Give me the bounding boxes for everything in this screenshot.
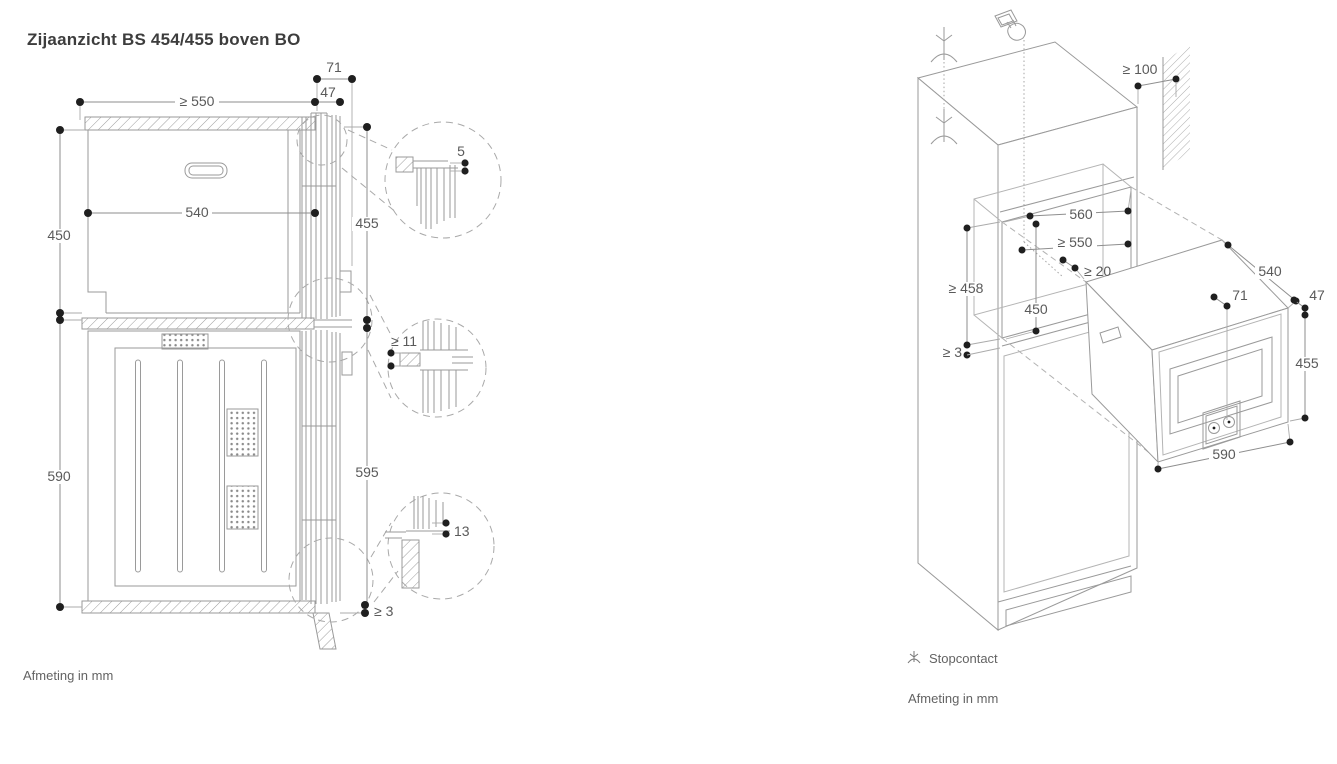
upper-vent-slot bbox=[184, 162, 228, 179]
page-title: Zijaanzicht BS 454/455 boven BO bbox=[27, 30, 301, 49]
socket-legend: Stopcontact bbox=[906, 650, 998, 667]
oven-top-vent bbox=[1099, 326, 1122, 344]
oven-front bbox=[1151, 307, 1289, 463]
plinth bbox=[1005, 575, 1132, 627]
dim-upper-door-height: 455 bbox=[355, 215, 379, 231]
left-units-note: Afmeting in mm bbox=[23, 668, 114, 683]
dim-niche-width-min: ≥ 550 bbox=[180, 93, 215, 109]
right-units-note: Afmeting in mm bbox=[908, 691, 999, 706]
top-panel bbox=[84, 116, 316, 131]
detail-circle-bottom: 13 bbox=[385, 492, 495, 600]
dim-wall-clearance: ≥ 100 bbox=[1123, 61, 1158, 77]
socket-symbol-top bbox=[930, 27, 958, 63]
floor-panel bbox=[81, 600, 316, 614]
dim-niche-height-min: ≥ 458 bbox=[949, 280, 984, 296]
control-knob-right bbox=[1223, 416, 1235, 428]
upper-door-hinge bbox=[339, 270, 352, 293]
lower-door-hinge bbox=[341, 351, 353, 376]
side-view-dimensions: ≥ 550 71 47 450 540 455 590 595 ≥ 3 bbox=[44, 59, 394, 619]
dim-niche-depth: 560 bbox=[1069, 206, 1093, 222]
iso-dimensions: ≥ 100 560 ≥ 550 ≥ 20 bbox=[943, 61, 1325, 473]
detail-circle-middle: ≥ 11 bbox=[387, 318, 487, 418]
detail-circle-top: 5 bbox=[384, 121, 502, 239]
socket-icon bbox=[907, 651, 921, 664]
dim-upper-depth: 540 bbox=[185, 204, 209, 220]
dim-detail-bottom-overhang: 13 bbox=[454, 523, 470, 539]
isometric-drawing: ≥ 100 560 ≥ 550 ≥ 20 bbox=[916, 9, 1325, 632]
upper-door bbox=[301, 112, 352, 319]
oven bbox=[1085, 239, 1289, 464]
socket-symbol-lower bbox=[930, 109, 958, 145]
oven-body bbox=[87, 330, 301, 602]
dim-door-depth-total-right: 71 bbox=[1232, 287, 1248, 303]
wall-hatching bbox=[1163, 44, 1190, 170]
control-knob-left bbox=[1208, 422, 1220, 434]
control-panel bbox=[1202, 400, 1241, 450]
dim-door-depth-front-right: 47 bbox=[1309, 287, 1325, 303]
dim-appliance-width: 590 bbox=[1212, 446, 1236, 462]
dim-lower-door-height: 595 bbox=[355, 464, 379, 480]
cabinet-front bbox=[997, 106, 1138, 631]
floor-bracket bbox=[312, 612, 337, 650]
dim-bottom-clearance-min: ≥ 3 bbox=[374, 603, 394, 619]
middle-shelf bbox=[81, 317, 315, 330]
dim-detail-shelf-min: ≥ 11 bbox=[391, 333, 417, 349]
oven-window bbox=[1169, 336, 1273, 435]
dim-appliance-depth: 540 bbox=[1258, 263, 1282, 279]
dim-door-depth-front: 47 bbox=[320, 84, 336, 100]
side-view-structure bbox=[81, 112, 399, 650]
iso-structure bbox=[916, 9, 1289, 632]
dim-door-depth-total: 71 bbox=[326, 59, 342, 75]
dim-appliance-height: 455 bbox=[1295, 355, 1319, 371]
dim-cabinet-depth-min: ≥ 550 bbox=[1058, 234, 1093, 250]
side-view-drawing: ≥ 550 71 47 450 540 455 590 595 ≥ 3 bbox=[44, 59, 502, 650]
dim-detail-top-gap: 5 bbox=[457, 143, 465, 159]
dim-lower-niche-height: 590 bbox=[47, 468, 71, 484]
oven-top-vent bbox=[161, 333, 209, 350]
dim-rear-clearance-min: ≥ 20 bbox=[1084, 263, 1111, 279]
lower-door bbox=[301, 330, 353, 604]
dim-upper-niche-height: 450 bbox=[47, 227, 71, 243]
power-plug-icon bbox=[994, 9, 1026, 41]
dim-niche-height: 450 bbox=[1024, 301, 1048, 317]
dim-bottom-clearance-min-right: ≥ 3 bbox=[943, 344, 963, 360]
socket-legend-label: Stopcontact bbox=[929, 651, 998, 666]
